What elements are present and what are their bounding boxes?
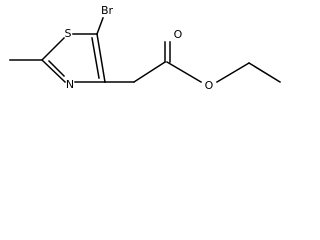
bond-c5-br (96, 17, 104, 35)
molecule-diagram: Br S N O O (0, 0, 284, 104)
atom-label-carbonyl-oxygen: O (174, 28, 183, 41)
bond-carbonyl-ester-o (165, 60, 203, 84)
bond-s-c2 (40, 36, 66, 62)
molecule-structure: Br S N O O (9, 4, 282, 92)
bond-ch2-carbonyl (132, 60, 167, 84)
bond-c4-c5 (96, 33, 106, 83)
bond-c2-n3 (40, 58, 67, 84)
bond-ester-o-ch2 (215, 61, 251, 84)
atom-label-ester-oxygen: O (205, 79, 214, 92)
atom-label-bromine: Br (101, 4, 114, 17)
atom-label-nitrogen: N (66, 78, 74, 91)
bond-ch2-ch3 (247, 61, 282, 84)
bond-c4-c5-double (91, 37, 100, 79)
atom-label-sulfur: S (65, 27, 72, 40)
bond-c2-n3-double (47, 59, 66, 78)
